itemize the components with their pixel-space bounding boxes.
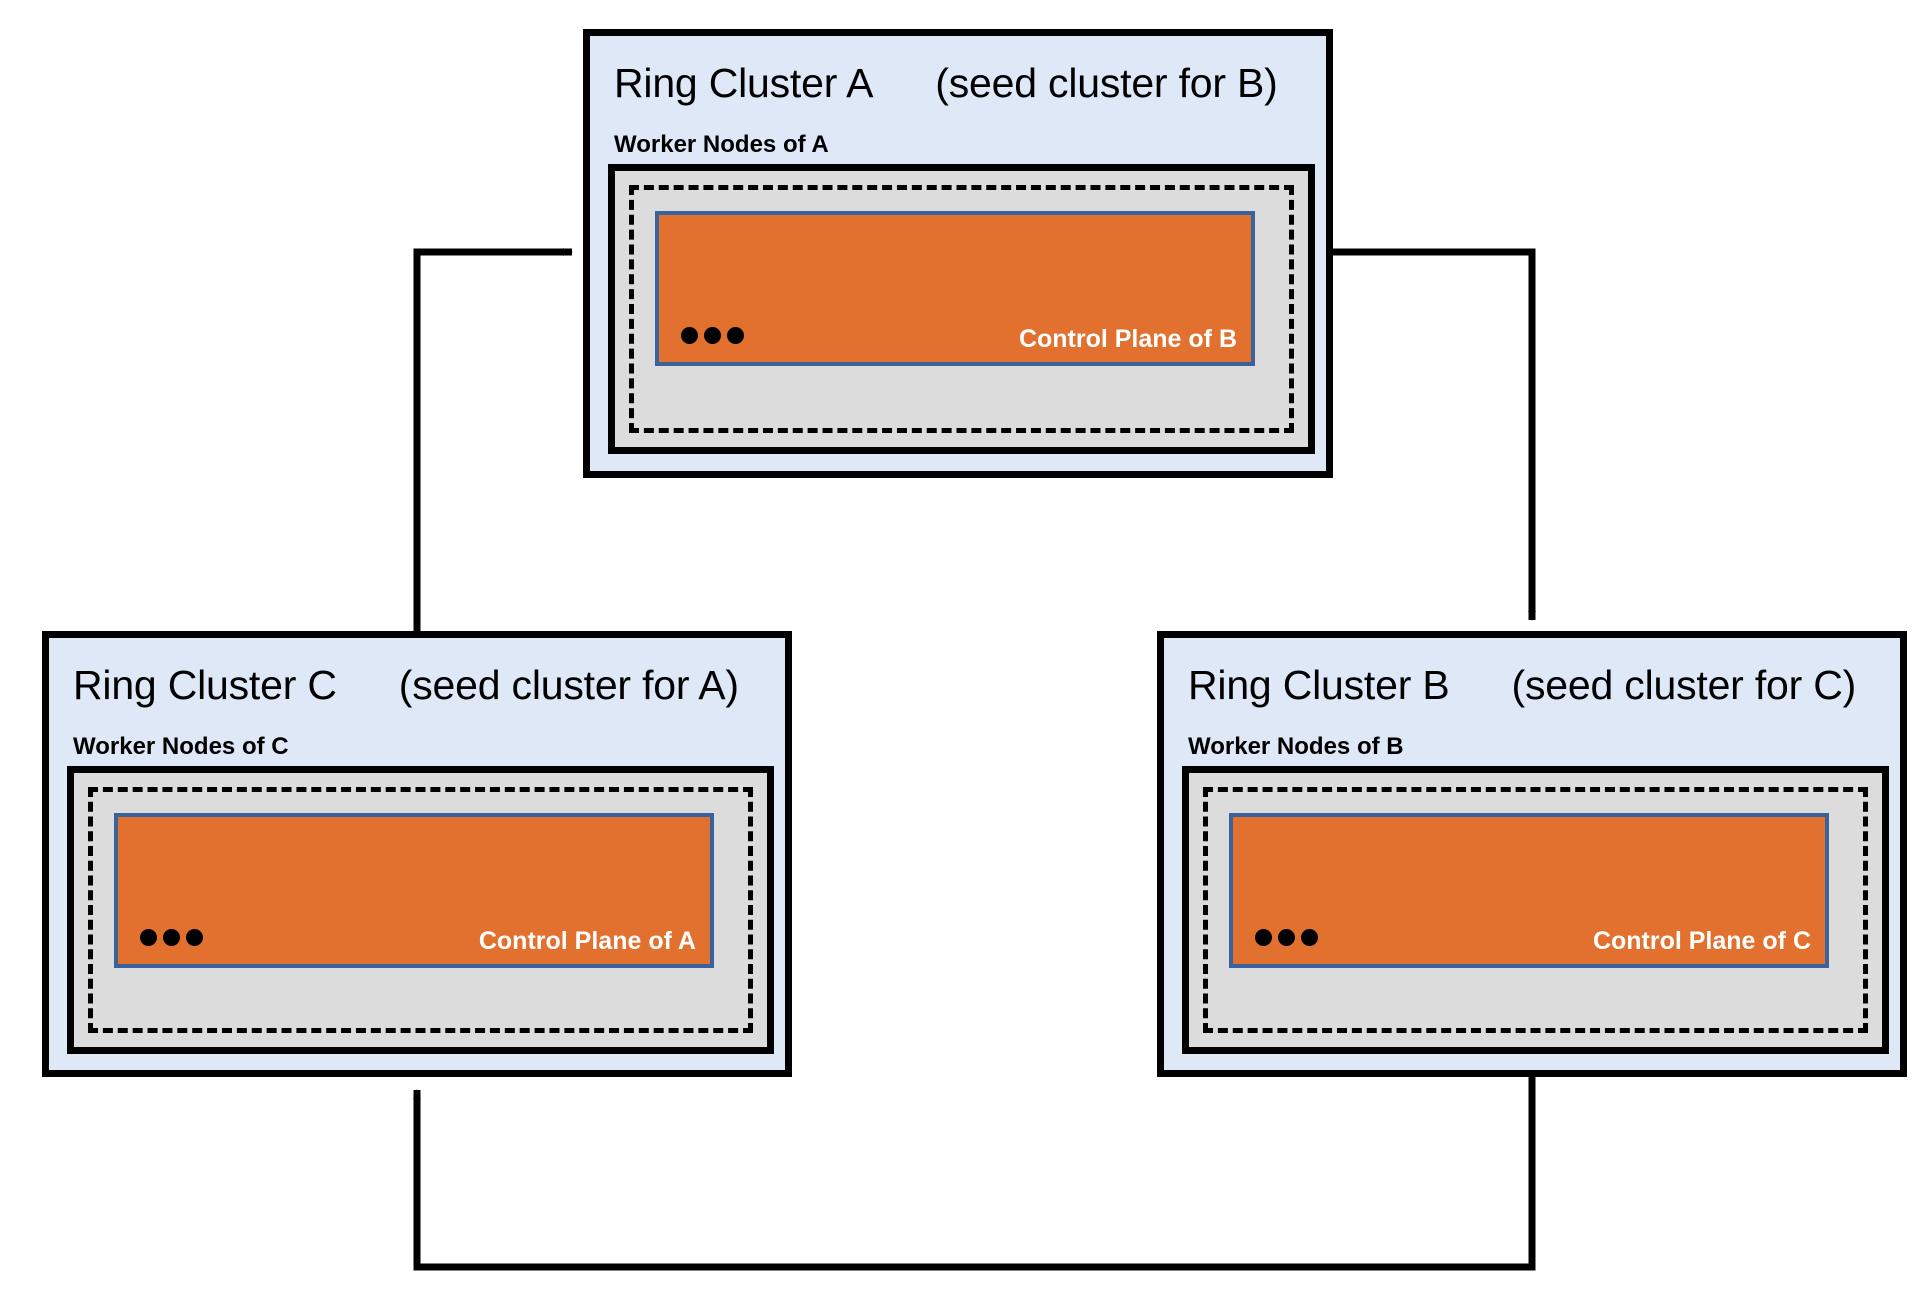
cluster-a-worker-dashed-boundary	[629, 185, 1294, 433]
dot-1	[140, 929, 157, 946]
cluster-c-title: Ring Cluster C (seed cluster for A)	[73, 662, 739, 709]
dot-3	[727, 327, 744, 344]
cluster-c-control-plane-label: Control Plane of A	[478, 927, 696, 955]
cluster-a-name: Ring Cluster A	[614, 60, 874, 106]
dot-1	[681, 327, 698, 344]
dot-3	[186, 929, 203, 946]
cluster-a-control-plane[interactable]: Control Plane of B	[655, 211, 1255, 366]
cluster-c-worker-box[interactable]: Control Plane of A	[67, 766, 774, 1054]
dot-1	[1255, 929, 1272, 946]
arrow-c-to-a	[413, 248, 573, 633]
cluster-a-seed-note: (seed cluster for B)	[935, 60, 1278, 106]
cluster-a-control-plane-label: Control Plane of B	[1018, 325, 1237, 353]
cluster-a-worker-label: Worker Nodes of A	[614, 131, 829, 158]
cluster-a-title: Ring Cluster A (seed cluster for B)	[614, 60, 1278, 107]
arrow-b-to-c	[413, 1077, 1536, 1271]
cluster-b[interactable]: Ring Cluster B (seed cluster for C) Worke…	[1157, 631, 1907, 1077]
cluster-b-seed-note: (seed cluster for C)	[1511, 662, 1857, 708]
cluster-b-name: Ring Cluster B	[1188, 662, 1450, 708]
dot-3	[1301, 929, 1318, 946]
cluster-b-ellipsis-dots	[1255, 929, 1318, 946]
cluster-b-control-plane-label: Control Plane of C	[1592, 927, 1811, 955]
dot-2	[163, 929, 180, 946]
cluster-b-worker-box[interactable]: Control Plane of C	[1182, 766, 1889, 1054]
dot-2	[704, 327, 721, 344]
cluster-a-worker-box[interactable]: Control Plane of B	[608, 164, 1315, 454]
cluster-b-title: Ring Cluster B (seed cluster for C)	[1188, 662, 1856, 709]
cluster-c-control-plane[interactable]: Control Plane of A	[114, 813, 714, 968]
cluster-b-control-plane[interactable]: Control Plane of C	[1229, 813, 1829, 968]
cluster-c-ellipsis-dots	[140, 929, 203, 946]
cluster-c-seed-note: (seed cluster for A)	[398, 662, 739, 708]
cluster-a[interactable]: Ring Cluster A (seed cluster for B) Worke…	[583, 29, 1333, 478]
cluster-c-name: Ring Cluster C	[73, 662, 337, 708]
cluster-b-worker-label: Worker Nodes of B	[1188, 733, 1404, 760]
cluster-b-worker-dashed-boundary	[1203, 787, 1868, 1033]
dot-2	[1278, 929, 1295, 946]
cluster-c[interactable]: Ring Cluster C (seed cluster for A) Worke…	[42, 631, 792, 1077]
cluster-c-worker-dashed-boundary	[88, 787, 753, 1033]
arrow-a-to-b	[1333, 248, 1536, 621]
cluster-a-ellipsis-dots	[681, 327, 744, 344]
cluster-c-worker-label: Worker Nodes of C	[73, 733, 289, 760]
